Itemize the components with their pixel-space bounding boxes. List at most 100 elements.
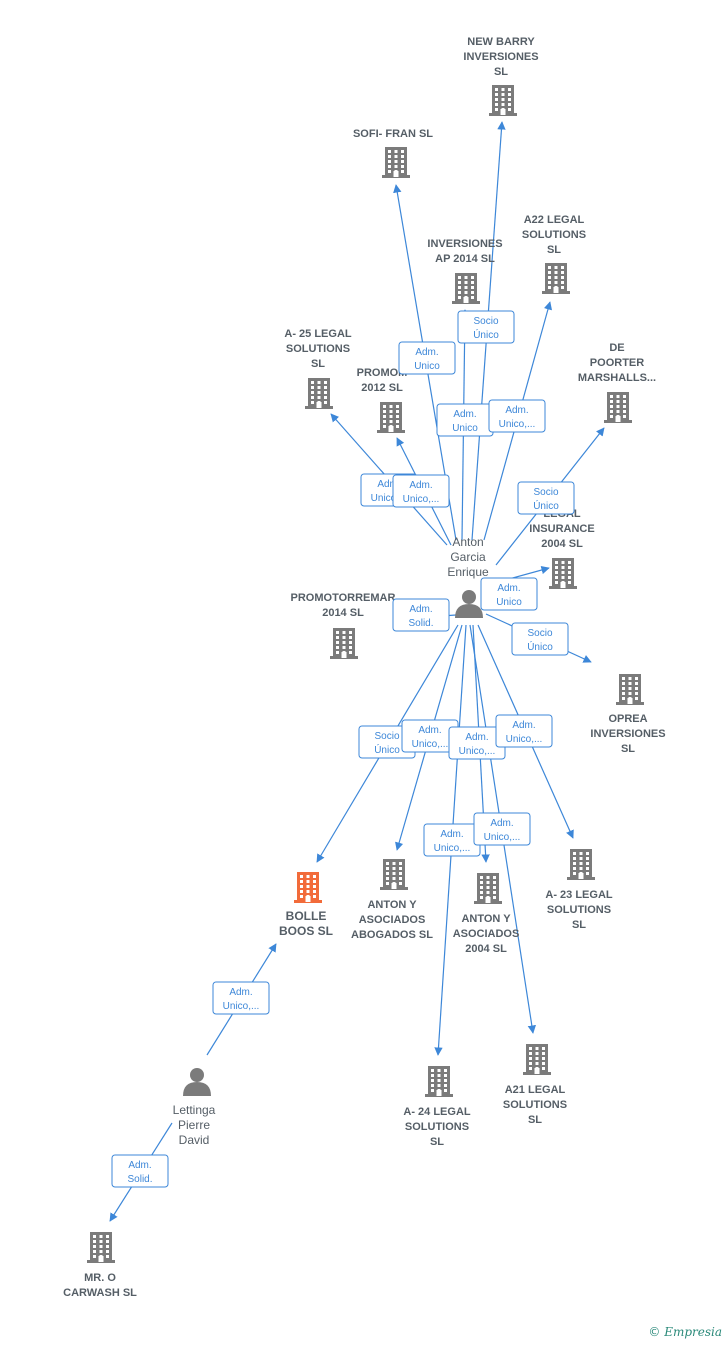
- building-icon: [330, 628, 358, 659]
- node-label-text: MARSHALLS...: [578, 372, 656, 384]
- node-label-text: BOLLE: [286, 909, 327, 923]
- edge-label-anton-to-a21[interactable]: Adm.Unico,...: [473, 812, 531, 846]
- edge-labels-layer: SocioÚnicoAdm.UnicoAdm.UnicoAdm.Unico,..…: [111, 310, 575, 1188]
- node-label-text: ANTON Y: [461, 913, 511, 925]
- edge-label-text: Unico,...: [403, 494, 440, 505]
- edge-label-text: Unico,...: [371, 493, 408, 504]
- person-icon: [455, 590, 483, 618]
- building-icon: [567, 849, 595, 880]
- edge-label-text: Unico: [414, 361, 440, 372]
- edge-label-text: Adm.: [409, 480, 432, 491]
- node-label-text: 2014 SL: [322, 607, 364, 619]
- edge-label-text: Adm.: [415, 347, 438, 358]
- node-label-text: SL: [547, 244, 561, 256]
- node-label-text: A- 25 LEGAL: [284, 328, 352, 340]
- node-label-text: A- 23 LEGAL: [545, 889, 613, 901]
- node-sofi-fran[interactable]: SOFI- FRAN SL: [353, 128, 433, 178]
- edge-label-text: Adm.: [512, 720, 535, 731]
- edge-label-text: Adm.: [418, 725, 441, 736]
- node-label-text: PROMOTORREMAR: [291, 592, 396, 604]
- node-label-text: DE: [609, 342, 624, 354]
- building-icon: [380, 859, 408, 890]
- node-label-text: ABOGADOS SL: [351, 929, 433, 941]
- building-icon: [294, 872, 322, 903]
- edge-label-anton-to-anton-abogados[interactable]: Adm.Unico,...: [401, 719, 459, 753]
- node-label-text: Garcia: [450, 550, 486, 564]
- node-label-text: INVERSIONES: [427, 238, 502, 250]
- edge-label-anton-to-legal-insurance[interactable]: Adm.Unico: [480, 577, 538, 611]
- building-icon: [616, 674, 644, 705]
- node-legal-insurance[interactable]: LEGALINSURANCE2004 SL: [529, 508, 595, 589]
- node-label-text: SOLUTIONS: [405, 1121, 469, 1133]
- edge-label-text: Adm.: [440, 829, 463, 840]
- edge-label-anton-to-inversiones-ap[interactable]: Adm.Unico: [436, 403, 494, 437]
- node-label-text: NEW BARRY: [467, 36, 535, 48]
- building-icon: [523, 1044, 551, 1075]
- edge-label-text: Adm.: [377, 479, 400, 490]
- edge-label-anton-to-promom[interactable]: Adm. Unico,...: [392, 474, 450, 508]
- edge-label-text: Adm.: [453, 409, 476, 420]
- brand-logo[interactable]: Empresia: [664, 1325, 722, 1339]
- edge-label-text: Adm.: [490, 818, 513, 829]
- edge-label-text: Solid.: [408, 618, 433, 629]
- edge-label-text: Único: [473, 328, 499, 341]
- node-label-text: MR. O: [84, 1272, 116, 1284]
- edge-label-text: Único: [374, 743, 400, 756]
- building-icon: [542, 263, 570, 294]
- node-label-text: Enrique: [447, 565, 489, 579]
- node-label-text: ASOCIADOS: [453, 928, 520, 940]
- node-label-text: 2004 SL: [541, 538, 583, 550]
- edge-label-text: Socio: [374, 731, 399, 742]
- node-label-text: A- 24 LEGAL: [403, 1106, 471, 1118]
- node-label-text: POORTER: [590, 357, 644, 369]
- node-label-text: A22 LEGAL: [524, 214, 585, 226]
- edge-label-text: Unico: [496, 597, 522, 608]
- node-label-text: INSURANCE: [529, 523, 594, 535]
- node-de-poorter[interactable]: DE POORTER MARSHALLS...: [578, 342, 656, 423]
- node-label-text: INVERSIONES: [590, 728, 665, 740]
- edge-label-text: Adm.: [128, 1160, 151, 1171]
- node-label-text: A21 LEGAL: [505, 1084, 566, 1096]
- copyright-footer: © Empresia: [648, 1325, 722, 1339]
- building-icon: [305, 378, 333, 409]
- edge-label-anton-to-a24[interactable]: Adm.Unico,...: [423, 823, 481, 857]
- node-label-text: AP 2014 SL: [435, 253, 495, 265]
- node-label-text: ANTON Y: [367, 899, 417, 911]
- node-label-text: SL: [621, 743, 635, 755]
- edge-label-anton-to-a22[interactable]: Adm.Unico,...: [488, 399, 546, 433]
- node-label-text: SL: [311, 358, 325, 370]
- edge-label-text: Socio: [473, 316, 498, 327]
- edge-label-text: Unico,...: [459, 746, 496, 757]
- node-label-text: SL: [494, 66, 508, 78]
- building-icon: [604, 392, 632, 423]
- edge-label-anton-to-sofi-fran[interactable]: Adm. Unico: [398, 341, 456, 375]
- node-inversiones-ap[interactable]: INVERSIONES AP 2014 SL: [427, 238, 503, 304]
- edge-label-anton-to-promotorremar[interactable]: Adm.Solid.: [392, 598, 450, 632]
- edge-label-lettinga-to-mr-o-carwash[interactable]: Adm. Solid.: [111, 1154, 169, 1188]
- edge-label-text: Solid.: [127, 1174, 152, 1185]
- edge-label-lettinga-to-bolle-boos[interactable]: Adm.Unico,...: [212, 981, 270, 1015]
- building-icon: [474, 873, 502, 904]
- edge-label-anton-to-a23[interactable]: Adm.Unico,...: [495, 714, 553, 748]
- node-promotorremar[interactable]: PROMOTORREMAR 2014 SL: [291, 592, 396, 659]
